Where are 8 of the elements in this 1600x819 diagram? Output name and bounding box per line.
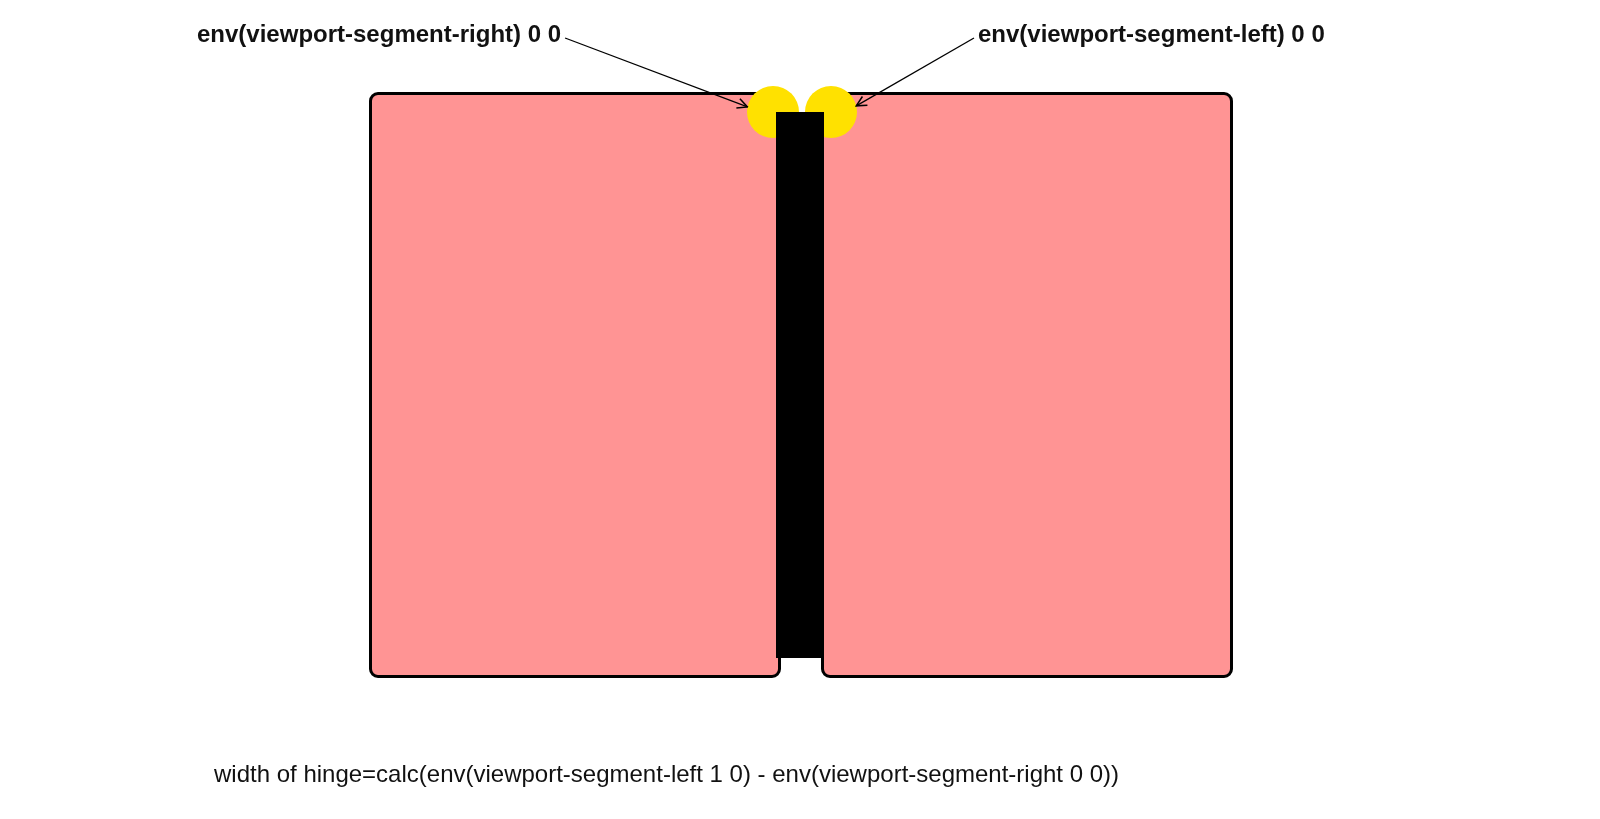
callout-label: env(viewport-segment-left) 0 0 — [978, 20, 1325, 48]
callout-label: env(viewport-segment-right) 0 0 — [197, 20, 562, 48]
right-screen-panel — [821, 92, 1233, 678]
formula-text: width of hinge=calc(env(viewport-segment-left 1 0) - env(viewport-segment-right 0 0)) — [214, 760, 1120, 788]
hinge-bar — [776, 112, 824, 658]
left-screen-panel — [369, 92, 781, 678]
leader-line — [564, 37, 749, 109]
leader-line — [855, 37, 975, 107]
